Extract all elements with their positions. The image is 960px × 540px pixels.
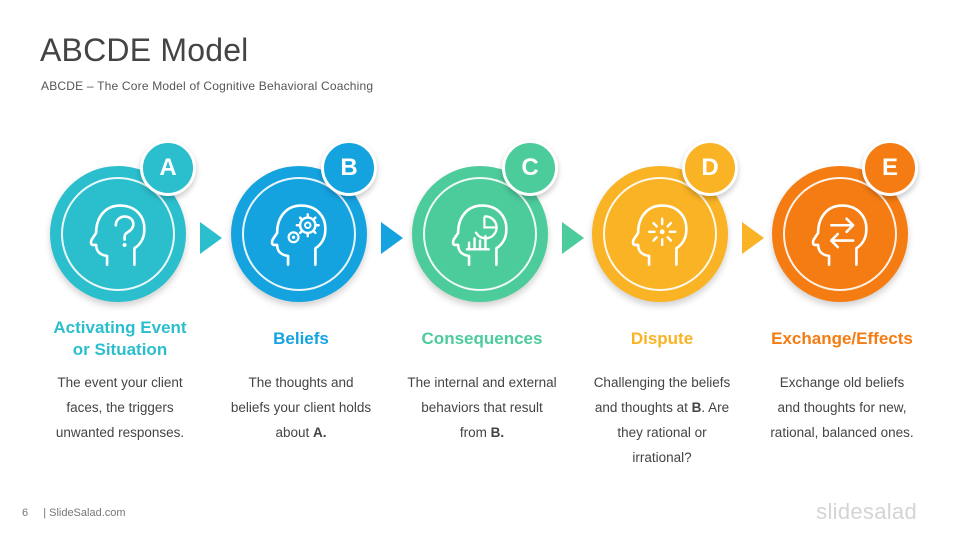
description-text: and thoughts for new,: [777, 400, 907, 415]
head-gear-icon: [270, 204, 327, 266]
description-line: faces, the triggers: [30, 395, 210, 420]
step-letter-badge: C: [502, 140, 558, 196]
description-line: and thoughts for new,: [752, 395, 932, 420]
description-line: Challenging the beliefs: [572, 370, 752, 395]
circle-ring: [423, 177, 537, 291]
description-line: The thoughts and: [211, 370, 391, 395]
brand-logo: slidesalad: [816, 499, 917, 524]
step-letter-badge: B: [321, 140, 377, 196]
step-heading: Dispute: [572, 316, 752, 362]
description-line: about A.: [211, 420, 391, 445]
step-letter-badge: D: [682, 140, 738, 196]
description-line: The internal and external: [392, 370, 572, 395]
description-text: The event your client: [57, 375, 183, 390]
circle-ring: [603, 177, 717, 291]
description-text: faces, the triggers: [66, 400, 174, 415]
description-line: they rational or: [572, 420, 752, 445]
footer: 6 | SlideSalad.com: [22, 507, 126, 519]
step-heading: Exchange/Effects: [752, 316, 932, 362]
step-description: The event your client faces, the triggers…: [30, 370, 210, 445]
circle-ring: [783, 177, 897, 291]
page-subtitle: ABCDE – The Core Model of Cognitive Beha…: [41, 79, 374, 93]
page-number: 6: [22, 507, 29, 519]
description-bold-ref: A.: [313, 425, 327, 440]
description-text: unwanted responses.: [55, 425, 185, 440]
description-text: Challenging the beliefs: [593, 375, 731, 390]
description-text: Exchange old beliefs: [779, 375, 905, 390]
step-icon-group: B: [231, 140, 391, 302]
flow-arrow-icon: [562, 222, 584, 254]
head-spark-icon: [631, 204, 688, 266]
step-description: The thoughts and beliefs your client hold…: [211, 370, 391, 445]
description-text: The internal and external: [407, 375, 557, 390]
step-heading: Beliefs: [211, 316, 391, 362]
step-heading: Activating Event or Situation: [30, 316, 210, 362]
step-heading-line: Activating Event: [53, 318, 187, 337]
description-text: rational, balanced ones.: [770, 425, 914, 440]
description-text: they rational or: [617, 425, 707, 440]
step-heading-line: Consequences: [421, 329, 543, 348]
flow-arrow-icon: [200, 222, 222, 254]
circle-ring: [61, 177, 175, 291]
step-heading-line: Exchange/Effects: [771, 329, 913, 348]
head-exchange-icon: [811, 204, 868, 266]
description-text: beliefs your client holds: [230, 400, 372, 415]
step-heading-line: or Situation: [72, 340, 168, 359]
step-description: Exchange old beliefs and thoughts for new…: [752, 370, 932, 445]
description-text: behaviors that result: [421, 400, 543, 415]
step-heading-line: Dispute: [630, 329, 694, 348]
head-chart-icon: [451, 204, 508, 266]
description-line: unwanted responses.: [30, 420, 210, 445]
step-icon-group: E: [772, 140, 932, 302]
step-description: The internal and external behaviors that …: [392, 370, 572, 445]
page-title: ABCDE Model: [40, 32, 249, 68]
step-letter-badge: E: [862, 140, 918, 196]
circle-ring: [242, 177, 356, 291]
description-text: The thoughts and: [248, 375, 354, 390]
description-line: rational, balanced ones.: [752, 420, 932, 445]
head-question-icon: [89, 204, 146, 266]
step-letter-badge: A: [140, 140, 196, 196]
description-line: from B.: [392, 420, 572, 445]
description-line: beliefs your client holds: [211, 395, 391, 420]
step-description: Challenging the beliefs and thoughts at B…: [572, 370, 752, 470]
description-bold-ref: B: [691, 400, 702, 415]
description-text: . Are: [701, 400, 730, 415]
flow-arrow-icon: [381, 222, 403, 254]
step-heading: Consequences: [392, 316, 572, 362]
footer-site: | SlideSalad.com: [43, 507, 126, 519]
flow-arrow-icon: [742, 222, 764, 254]
step-heading-line: Beliefs: [273, 329, 329, 348]
description-text: from: [459, 425, 491, 440]
step-icon-group: D: [592, 140, 752, 302]
description-line: behaviors that result: [392, 395, 572, 420]
step-icon-group: C: [412, 140, 572, 302]
description-bold-ref: B.: [490, 425, 505, 440]
step-icon-group: A: [50, 140, 210, 302]
description-text: irrational?: [632, 450, 692, 465]
description-line: Exchange old beliefs: [752, 370, 932, 395]
description-line: irrational?: [572, 445, 752, 470]
description-line: and thoughts at B. Are: [572, 395, 752, 420]
description-line: The event your client: [30, 370, 210, 395]
description-text: about: [275, 425, 314, 440]
description-text: and thoughts at: [594, 400, 692, 415]
